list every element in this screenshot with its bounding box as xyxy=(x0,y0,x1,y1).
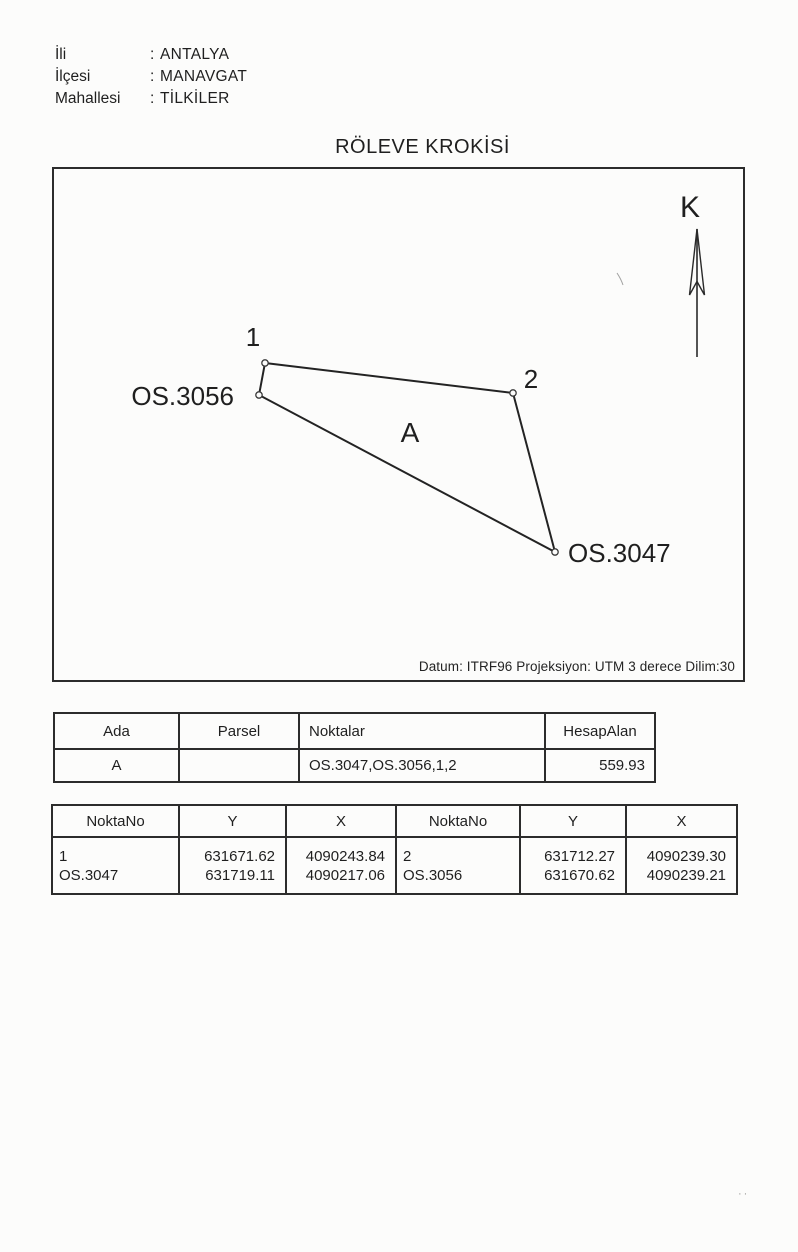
point-id: 2 xyxy=(403,847,412,865)
parcel-cell-hesapalan: 559.93 xyxy=(544,748,654,781)
field-label-district: İlçesi xyxy=(55,68,91,85)
coords-cell-noktano-right: 2 OS.3056 xyxy=(395,836,519,893)
field-label-neighborhood: Mahallesi xyxy=(55,90,121,107)
vertex-marker-os3047 xyxy=(551,548,559,556)
field-separator: : xyxy=(150,46,155,63)
field-row-neighborhood: Mahallesi : TİLKİLER xyxy=(55,88,247,110)
scan-artifact-dots: ·· xyxy=(738,1188,750,1200)
coords-header-y-right: Y xyxy=(519,806,625,836)
coords-cell-noktano-left: 1 OS.3047 xyxy=(53,836,178,893)
parcel-header-hesapalan: HesapAlan xyxy=(544,714,654,748)
scan-stray-mark xyxy=(616,272,624,286)
page-title: RÖLEVE KROKİSİ xyxy=(335,136,510,158)
field-value-neighborhood: TİLKİLER xyxy=(160,90,230,107)
field-value-province: ANTALYA xyxy=(160,46,230,63)
coord-x: 4090243.84 xyxy=(305,847,385,865)
field-separator: : xyxy=(150,90,155,107)
sketch-frame: 1 2 OS.3047 OS.3056 A K Datum: ITRF96 Pr… xyxy=(52,167,745,682)
coords-header-y-left: Y xyxy=(178,806,285,836)
parcel-table: Ada Parsel Noktalar HesapAlan A OS.3047,… xyxy=(53,712,656,783)
coord-x: 4090239.30 xyxy=(646,847,726,865)
coords-cell-x-left: 4090243.84 4090217.06 xyxy=(285,836,395,893)
parcel-cell-parsel xyxy=(178,748,298,781)
field-label-province: İli xyxy=(55,46,67,63)
point-id: 1 xyxy=(59,847,68,865)
datum-note: Datum: ITRF96 Projeksiyon: UTM 3 derece … xyxy=(418,659,735,674)
north-label: K xyxy=(680,191,700,224)
parcel-cell-ada: A xyxy=(55,748,178,781)
vertex-label-2: 2 xyxy=(524,364,538,394)
coords-cell-y-right: 631712.27 631670.62 xyxy=(519,836,625,893)
location-header: İli : ANTALYA İlçesi : MANAVGAT Mahalles… xyxy=(55,44,247,110)
coord-y: 631712.27 xyxy=(544,847,615,865)
point-id: OS.3047 xyxy=(59,866,119,884)
survey-sketch: 1 2 OS.3047 OS.3056 A K xyxy=(131,191,706,568)
parcel-header-parsel: Parsel xyxy=(178,714,298,748)
parcel-cell-noktalar: OS.3047,OS.3056,1,2 xyxy=(298,748,544,781)
coord-x: 4090217.06 xyxy=(305,866,385,884)
parcel-header-ada: Ada xyxy=(103,722,130,740)
area-label: A xyxy=(401,417,420,448)
point-id: OS.3056 xyxy=(403,866,463,884)
coord-y: 631719.11 xyxy=(205,866,275,884)
coord-y: 631670.62 xyxy=(544,866,615,884)
parcel-header-noktalar: Noktalar xyxy=(298,714,544,748)
field-value-district: MANAVGAT xyxy=(160,68,248,85)
coordinates-table: NoktaNo Y X NoktaNo Y X 1 OS.3047 631671… xyxy=(51,804,738,895)
vertex-label-1: 1 xyxy=(246,322,260,352)
vertex-marker-2 xyxy=(509,389,517,397)
coords-header-x-right: X xyxy=(625,806,736,836)
station-label-os3047: OS.3047 xyxy=(568,538,671,568)
coords-cell-y-left: 631671.62 631719.11 xyxy=(178,836,285,893)
coord-y: 631671.62 xyxy=(204,847,275,865)
field-row-district: İlçesi : MANAVGAT xyxy=(55,66,247,88)
field-separator: : xyxy=(150,68,155,85)
coords-header-noktano-right: NoktaNo xyxy=(395,806,519,836)
station-label-os3056: OS.3056 xyxy=(131,381,234,411)
coords-header-noktano-left: NoktaNo xyxy=(86,812,145,830)
field-row-province: İli : ANTALYA xyxy=(55,44,247,66)
vertex-marker-1 xyxy=(261,359,269,367)
coord-x: 4090239.21 xyxy=(646,866,726,884)
coords-header-x-left: X xyxy=(285,806,395,836)
vertex-marker-os3056 xyxy=(255,391,263,399)
north-arrow-icon xyxy=(688,228,706,357)
coords-cell-x-right: 4090239.30 4090239.21 xyxy=(625,836,736,893)
